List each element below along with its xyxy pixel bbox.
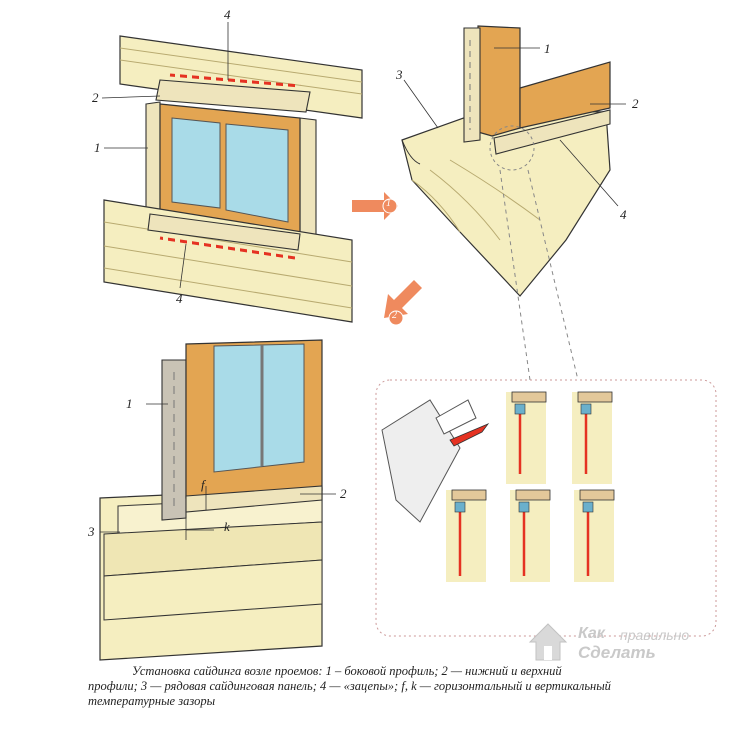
corner-detail bbox=[401, 25, 626, 381]
label-tr-1: 1 bbox=[544, 41, 551, 56]
window-glass-right bbox=[225, 123, 289, 223]
step-label-2: 2 bbox=[392, 310, 397, 321]
cross-section-4 bbox=[510, 489, 551, 582]
detail-box bbox=[375, 379, 717, 637]
assembled-bottom-profile bbox=[185, 485, 323, 513]
caption-line-3: температурные зазоры bbox=[88, 694, 216, 708]
label-bl-k: k bbox=[224, 519, 230, 534]
watermark-logo: Как правильно Сделать bbox=[528, 620, 728, 664]
house-icon bbox=[528, 623, 568, 661]
step-arrow-2 bbox=[384, 280, 422, 326]
corner-bottom-profile bbox=[493, 109, 611, 155]
figure-caption: Установка сайдинга возле проемов: 1 – бо… bbox=[88, 664, 686, 709]
cross-section-2 bbox=[572, 391, 613, 484]
corner-frame-vertical bbox=[477, 25, 521, 137]
label-tr-3: 3 bbox=[396, 67, 403, 82]
watermark-line2: Сделать bbox=[578, 643, 656, 662]
side-profile-right bbox=[299, 117, 317, 237]
assembled-view bbox=[99, 339, 336, 661]
cross-section-1 bbox=[506, 391, 547, 484]
label-tl-4-bottom: 4 bbox=[176, 291, 183, 306]
watermark-line1b: правильно bbox=[620, 627, 690, 643]
label-bl-1: 1 bbox=[126, 396, 133, 411]
watermark-line1: Как bbox=[578, 625, 605, 642]
label-bl-3: 3 bbox=[88, 524, 95, 539]
step-arrow-1 bbox=[352, 192, 398, 220]
label-bl-2: 2 bbox=[340, 486, 347, 501]
assembled-glass bbox=[213, 343, 305, 473]
clip-dashes-top bbox=[169, 73, 301, 88]
cross-section-3 bbox=[446, 489, 487, 582]
label-tr-2: 2 bbox=[632, 96, 639, 111]
side-profile-left bbox=[145, 101, 161, 213]
corner-frame-horizontal bbox=[519, 61, 611, 129]
label-tr-4: 4 bbox=[620, 207, 627, 222]
window-view-1 bbox=[101, 22, 363, 323]
assembled-side-profile bbox=[161, 359, 187, 521]
label-tl-2: 2 bbox=[92, 90, 99, 105]
cross-section-5 bbox=[574, 489, 615, 582]
label-tl-4-top: 4 bbox=[224, 7, 231, 22]
step-label-1: 1 bbox=[386, 198, 391, 209]
caption-line-1: Установка сайдинга возле проемов: 1 – бо… bbox=[132, 664, 562, 678]
top-profile bbox=[155, 79, 311, 113]
detail-panel bbox=[381, 399, 461, 523]
corner-side-profile bbox=[463, 27, 481, 143]
caption-line-2: профили; 3 — рядовая сайдинговая панель;… bbox=[88, 679, 611, 693]
label-tl-1: 1 bbox=[94, 140, 101, 155]
window-glass-left bbox=[171, 117, 221, 209]
label-bl-f: f bbox=[201, 477, 205, 492]
